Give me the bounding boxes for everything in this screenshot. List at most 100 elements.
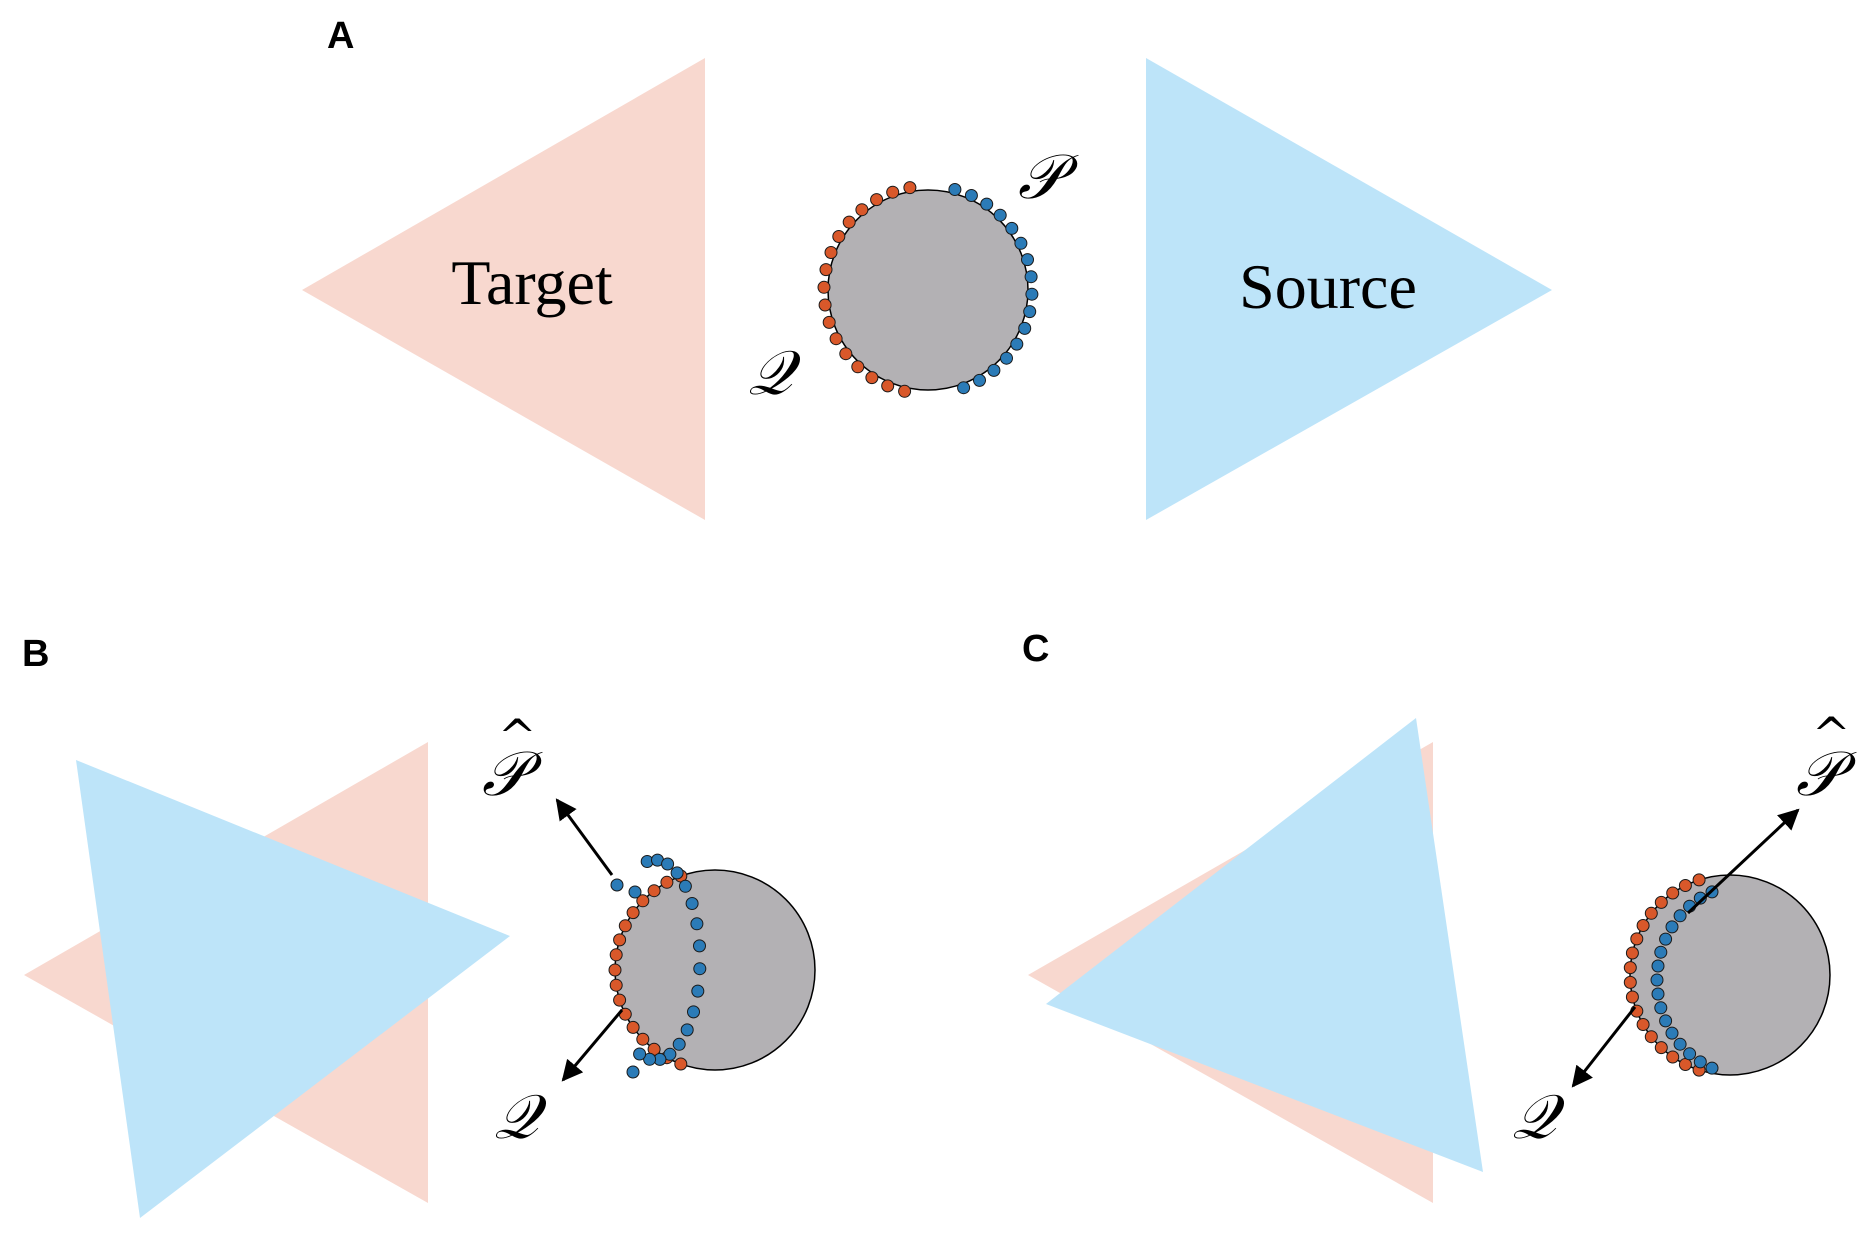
source-label: Source [1239, 251, 1417, 322]
panel-a: A Target Source 𝒫 𝒬 [302, 15, 1552, 520]
p-point [1693, 891, 1707, 905]
q-point [1644, 1030, 1658, 1044]
q-label-c: 𝒬 [1512, 1080, 1565, 1153]
q-arrow-c [1571, 1006, 1637, 1088]
point-cloud-c [1623, 873, 1719, 1077]
q-point [898, 384, 912, 398]
p-point [1021, 253, 1034, 267]
q-point [636, 894, 650, 908]
p-point [1659, 1014, 1673, 1028]
p-label-a: 𝒫 [1018, 140, 1079, 213]
q-point [865, 371, 879, 385]
panel-c-label: C [1022, 628, 1049, 670]
q-point [1636, 1018, 1650, 1031]
q-point [817, 280, 831, 294]
p-point [626, 1065, 640, 1079]
p-point [633, 1047, 647, 1061]
q-point [881, 379, 895, 393]
q-point [636, 1032, 650, 1046]
p-point [661, 857, 675, 871]
p-point [1024, 270, 1038, 284]
p-point [1014, 236, 1028, 250]
q-point [829, 332, 843, 346]
p-hat-c: ^ [1812, 707, 1851, 761]
q-point [609, 948, 623, 962]
p-point [980, 197, 994, 211]
panel-b: B ^ 𝒫 𝒬 [22, 633, 816, 1218]
target-label: Target [451, 247, 613, 318]
source-triangle-b [76, 760, 510, 1218]
p-point [1650, 973, 1664, 987]
q-point [870, 193, 884, 207]
p-point [1665, 920, 1679, 934]
q-point [822, 315, 836, 329]
p-point [685, 897, 699, 910]
p-hat-arrow-b [555, 798, 614, 876]
p-hat-arrow-c [1686, 808, 1800, 915]
q-point [818, 298, 832, 312]
q-point [608, 963, 622, 977]
q-point [613, 933, 627, 947]
q-point [1654, 1041, 1668, 1055]
p-point [610, 878, 624, 892]
panel-a-label: A [327, 15, 354, 57]
p-point [1683, 1047, 1697, 1061]
q-point [647, 884, 661, 898]
q-point [1692, 873, 1706, 887]
p-hat-b: ^ [498, 709, 537, 763]
p-point [964, 189, 978, 202]
q-point [613, 993, 627, 1007]
q-point [886, 185, 900, 199]
q-point [1678, 879, 1692, 892]
q-point [1623, 975, 1637, 989]
p-point [680, 1023, 694, 1037]
q-point [1625, 946, 1639, 960]
q-point [674, 1057, 688, 1071]
p-point [1000, 351, 1013, 365]
p-point [973, 373, 986, 387]
q-point [851, 360, 865, 374]
q-point [839, 347, 853, 361]
q-point [1630, 932, 1644, 946]
p-point [687, 1005, 700, 1019]
p-point [1659, 932, 1673, 946]
p-point [643, 1052, 657, 1066]
q-point [1654, 895, 1668, 909]
q-point [626, 1020, 640, 1034]
target-triangle [302, 58, 705, 520]
panel-b-label: B [22, 633, 49, 675]
p-point [690, 917, 704, 931]
q-point [832, 230, 846, 243]
p-point [1654, 1001, 1668, 1015]
q-point [1644, 906, 1658, 920]
source-triangle-c [1046, 718, 1483, 1172]
q-point [660, 875, 674, 889]
p-point [670, 866, 684, 880]
p-point [1673, 1037, 1687, 1051]
p-point [1705, 1061, 1719, 1075]
panel-c: C ^ 𝒫 𝒬 [1022, 628, 1857, 1203]
p-point [1010, 337, 1024, 351]
p-point [987, 363, 1001, 377]
p-point [1025, 287, 1039, 301]
q-label-b: 𝒬 [494, 1080, 547, 1153]
p-point [1651, 959, 1665, 973]
p-point [1018, 321, 1032, 335]
p-point [1023, 305, 1037, 319]
p-point [672, 1037, 686, 1051]
source-triangle [1146, 58, 1552, 520]
p-point [993, 208, 1007, 222]
p-point [1005, 221, 1019, 235]
p-point [1665, 1026, 1679, 1040]
q-arrow-b [561, 1009, 624, 1082]
p-point [1651, 987, 1665, 1001]
p-point [1654, 945, 1668, 959]
p-point [1673, 909, 1687, 923]
q-point [855, 203, 869, 217]
p-point [693, 939, 706, 953]
q-point [618, 919, 632, 933]
p-point [678, 879, 692, 893]
q-point [1666, 886, 1680, 900]
q-point [1636, 919, 1650, 932]
